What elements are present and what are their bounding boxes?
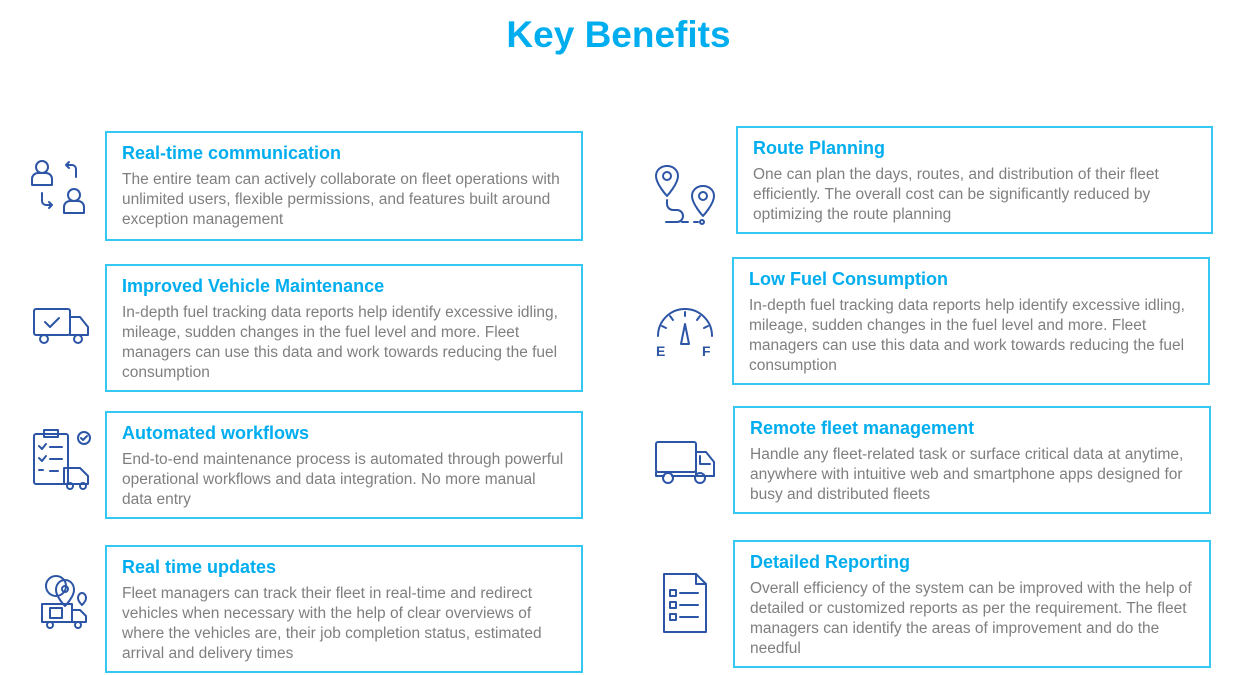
report-checklist-icon bbox=[652, 570, 718, 636]
svg-text:F: F bbox=[702, 343, 711, 359]
card-title: Remote fleet management bbox=[750, 418, 975, 438]
card-text: The entire team can actively collaborate… bbox=[122, 171, 560, 228]
svg-text:E: E bbox=[656, 343, 665, 359]
truck-location-icon bbox=[30, 568, 96, 634]
users-exchange-icon bbox=[28, 155, 94, 221]
route-pins-icon bbox=[652, 162, 718, 228]
card-text: In-depth fuel tracking data reports help… bbox=[749, 297, 1185, 374]
card-title: Improved Vehicle Maintenance bbox=[122, 276, 385, 296]
card-text: End-to-end maintenance process is automa… bbox=[122, 451, 564, 508]
page-title: Key Benefits bbox=[506, 14, 731, 55]
card-text: In-depth fuel tracking data reports help… bbox=[122, 304, 558, 381]
card-text: One can plan the days, routes, and distr… bbox=[753, 166, 1159, 223]
clipboard-truck-icon bbox=[28, 428, 94, 494]
card-title: Automated workflows bbox=[122, 423, 310, 443]
card-title: Low Fuel Consumption bbox=[749, 269, 948, 289]
card-text: Handle any fleet-related task or surface… bbox=[750, 446, 1184, 503]
card-title: Real time updates bbox=[122, 557, 277, 577]
card-text: Fleet managers can track their fleet in … bbox=[122, 585, 542, 662]
card-title: Real-time communication bbox=[122, 143, 342, 163]
truck-icon bbox=[652, 430, 718, 496]
card-title: Route Planning bbox=[753, 138, 885, 158]
card-title: Detailed Reporting bbox=[750, 552, 911, 572]
truck-check-icon bbox=[28, 293, 94, 359]
card-text: Overall efficiency of the system can be … bbox=[750, 580, 1192, 657]
